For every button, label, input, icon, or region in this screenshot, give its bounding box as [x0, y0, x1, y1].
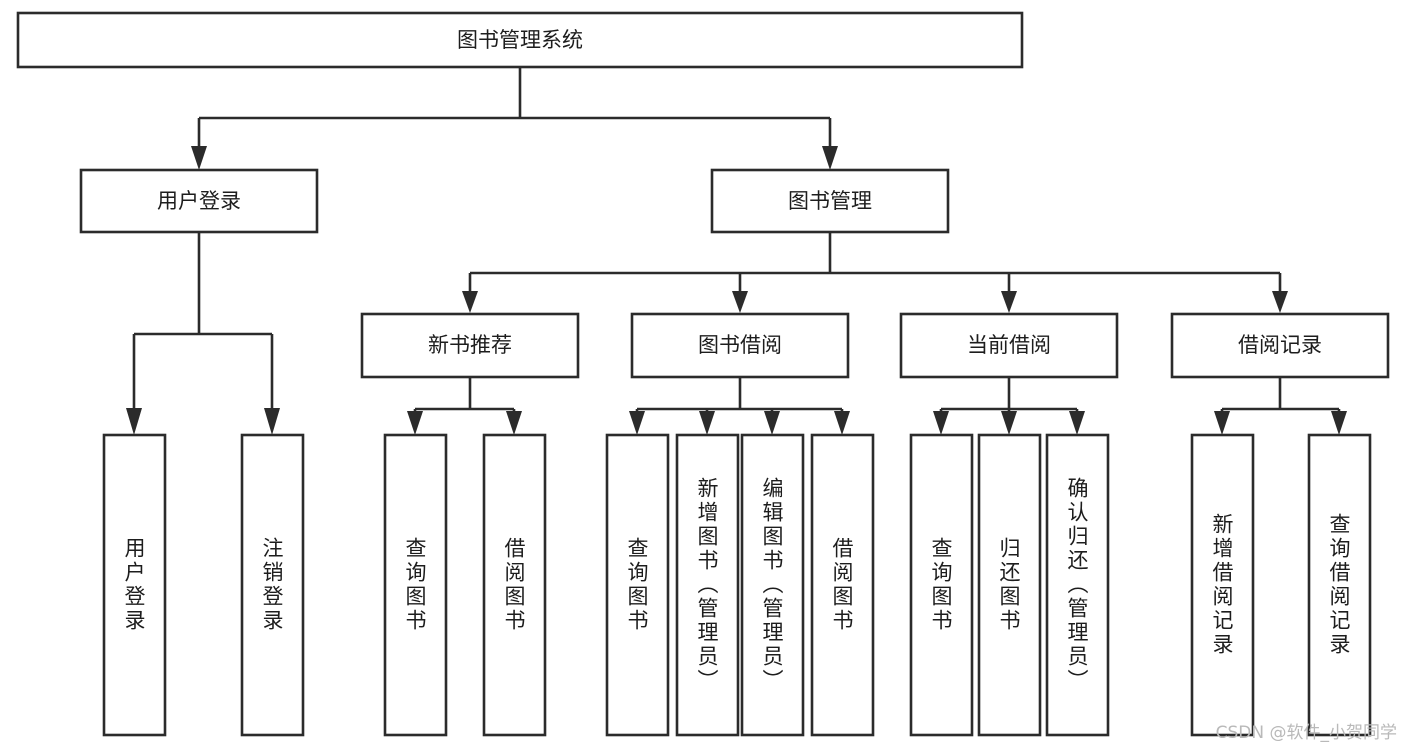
- leaf-box[interactable]: [383, 433, 448, 737]
- arrow-head-icon: [1214, 411, 1230, 435]
- node-book-borrow-box[interactable]: [630, 312, 850, 379]
- arrow-head-icon: [834, 411, 850, 435]
- leaf-book-borrow-2[interactable]: 新增图书（管理员）: [675, 433, 740, 737]
- leaf-label: 新增借阅记录: [1210, 513, 1234, 657]
- leaf-label: 编辑图书（管理员）: [760, 477, 784, 693]
- leaf-user-login-2[interactable]: 注销登录: [240, 433, 305, 737]
- leaf-label: 查询借阅记录: [1327, 513, 1351, 657]
- leaf-box[interactable]: [605, 433, 670, 737]
- node-new-book-recommend-label: 新书推荐: [428, 333, 512, 357]
- arrow-head-icon: [1001, 291, 1017, 313]
- node-borrow-record[interactable]: 借阅记录: [1170, 312, 1390, 379]
- arrow-head-icon: [462, 291, 478, 313]
- node-new-book-recommend[interactable]: 新书推荐: [360, 312, 580, 379]
- node-current-borrow[interactable]: 当前借阅: [899, 312, 1119, 379]
- leaf-current-borrow-2[interactable]: 归还图书: [977, 433, 1042, 737]
- node-user-login[interactable]: 用户登录: [79, 168, 319, 234]
- node-borrow-record-label: 借阅记录: [1238, 333, 1322, 357]
- leaf-box[interactable]: [740, 433, 805, 737]
- node-root-label: 图书管理系统: [457, 28, 583, 52]
- node-current-borrow-label: 当前借阅: [967, 333, 1051, 357]
- node-user-login-label: 用户登录: [157, 189, 241, 213]
- leaf-book-borrow-4[interactable]: 借阅图书: [810, 433, 875, 737]
- leaf-label: 新增图书（管理员）: [695, 477, 719, 693]
- leaf-user-login-1[interactable]: 用户登录: [102, 433, 167, 737]
- node-book-borrow[interactable]: 图书借阅: [630, 312, 850, 379]
- leaf-label: 归还图书: [997, 537, 1021, 633]
- arrow-head-icon: [1272, 291, 1288, 313]
- leaf-box[interactable]: [675, 433, 740, 737]
- node-root[interactable]: 图书管理系统: [16, 11, 1024, 69]
- arrow-head-icon: [629, 411, 645, 435]
- leaf-book-borrow-1[interactable]: 查询图书: [605, 433, 670, 737]
- node-root-box[interactable]: [16, 11, 1024, 69]
- arrow-head-icon: [699, 411, 715, 435]
- leaf-current-borrow-3[interactable]: 确认归还（管理员）: [1045, 433, 1110, 737]
- leaf-new-book-1[interactable]: 查询图书: [383, 433, 448, 737]
- leaf-current-borrow-1[interactable]: 查询图书: [909, 433, 974, 737]
- arrow-head-icon: [1069, 411, 1085, 435]
- leaf-box[interactable]: [977, 433, 1042, 737]
- leaf-box[interactable]: [1190, 433, 1255, 737]
- connector-layer: [126, 67, 1347, 435]
- node-book-management-box[interactable]: [710, 168, 950, 234]
- arrow-head-icon: [933, 411, 949, 435]
- leaf-label: 借阅图书: [502, 537, 526, 633]
- arrow-head-icon: [822, 146, 838, 170]
- leaf-box[interactable]: [482, 433, 547, 737]
- node-book-management[interactable]: 图书管理: [710, 168, 950, 234]
- arrow-head-icon: [732, 291, 748, 313]
- leaf-box[interactable]: [810, 433, 875, 737]
- node-new-book-recommend-box[interactable]: [360, 312, 580, 379]
- arrow-head-icon: [191, 146, 207, 170]
- leaf-label: 查询图书: [929, 537, 953, 633]
- leaf-borrow-record-1[interactable]: 新增借阅记录: [1190, 433, 1255, 737]
- leaf-new-book-2[interactable]: 借阅图书: [482, 433, 547, 737]
- arrow-head-icon: [1001, 411, 1017, 435]
- arrow-head-icon: [1331, 411, 1347, 435]
- leaf-box[interactable]: [909, 433, 974, 737]
- node-book-borrow-label: 图书借阅: [698, 333, 782, 357]
- leaf-book-borrow-3[interactable]: 编辑图书（管理员）: [740, 433, 805, 737]
- leaf-box[interactable]: [240, 433, 305, 737]
- arrow-head-icon: [126, 408, 142, 435]
- node-current-borrow-box[interactable]: [899, 312, 1119, 379]
- leaf-label: 借阅图书: [830, 537, 854, 633]
- node-book-management-label: 图书管理: [788, 189, 872, 213]
- leaf-label: 查询图书: [403, 537, 427, 633]
- arrow-head-icon: [407, 411, 423, 435]
- leaf-box[interactable]: [1307, 433, 1372, 737]
- node-borrow-record-box[interactable]: [1170, 312, 1390, 379]
- arrow-head-icon: [764, 411, 780, 435]
- leaf-label: 用户登录: [122, 537, 146, 633]
- leaf-label: 注销登录: [260, 537, 284, 633]
- arrow-head-icon: [264, 408, 280, 435]
- leaf-label: 确认归还（管理员）: [1065, 477, 1089, 693]
- watermark-text: CSDN @软件_小贺同学: [1215, 723, 1397, 743]
- leaf-label: 查询图书: [625, 537, 649, 633]
- leaf-box[interactable]: [1045, 433, 1110, 737]
- leaf-box[interactable]: [102, 433, 167, 737]
- arrow-head-icon: [506, 411, 522, 435]
- node-user-login-box[interactable]: [79, 168, 319, 234]
- leaf-borrow-record-2[interactable]: 查询借阅记录: [1307, 433, 1372, 737]
